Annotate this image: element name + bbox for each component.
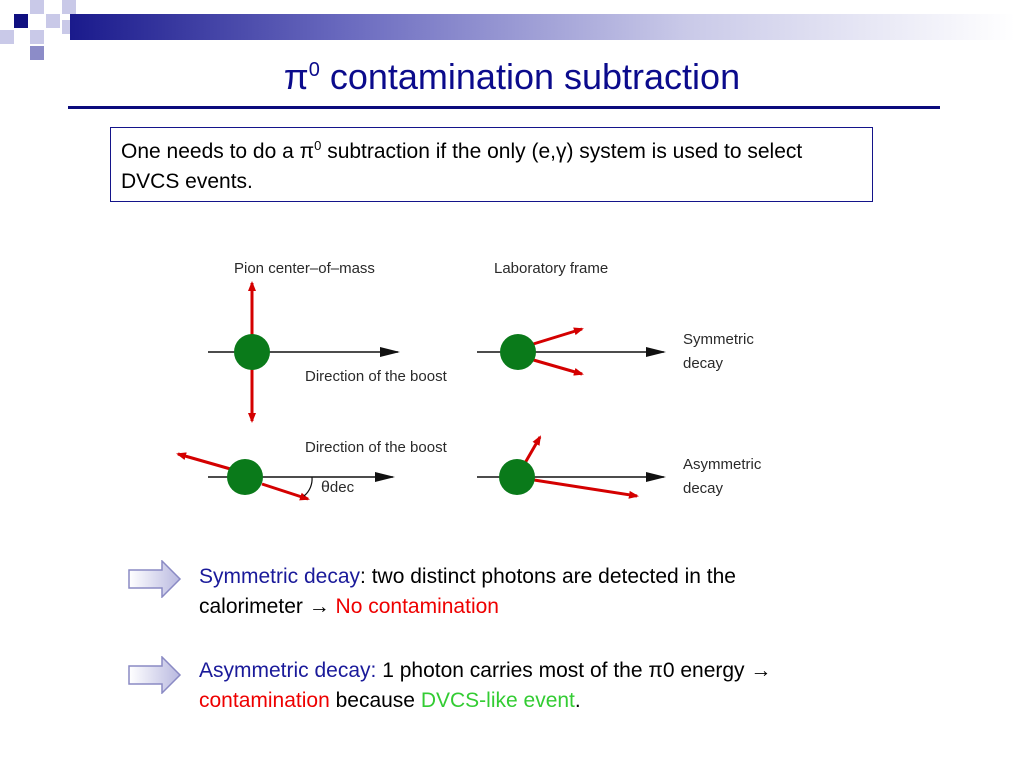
label-theta-dec: θdec [321,479,354,497]
intro-superscript: 0 [314,138,322,153]
label-symmetric: Symmetric [683,331,754,348]
bullet-arrow-icon [128,560,182,598]
photon-arrow [529,327,584,347]
title-superscript: 0 [308,59,320,81]
pion-circle [500,334,536,370]
bullet-end: . [574,689,581,712]
theta-symbol: θ [321,479,330,496]
bullet-symmetric: Symmetric decay: two distinct photons ar… [199,562,819,622]
bullet-text-2: because [329,689,421,712]
pion-circle [234,334,270,370]
theta-angle-arc [303,476,313,497]
page-title: π0 contamination subtraction [0,56,1024,98]
label-asymmetric: Asymmetric [683,456,762,473]
photon-arrow [529,357,584,376]
label-boost-direction: Direction of the boost [305,439,447,456]
bullet-text: 1 photon carries most of the π0 energy [376,659,751,682]
arrow-glyph: → [308,595,330,618]
intro-textbox: One needs to do a π0 subtraction if the … [110,127,873,202]
theta-subscript: dec [329,479,355,496]
bullet-arrow-icon [128,656,182,694]
bullet-lead: Asymmetric decay: [199,659,377,682]
bullet-asymmetric: Asymmetric decay: 1 photon carries most … [199,656,819,716]
title-divider [68,106,940,109]
header-gradient-bar [70,14,1015,40]
photon-arrow [261,482,310,501]
title-pi: π [283,56,309,97]
title-text: contamination subtraction [319,56,741,97]
logo-squares [0,0,90,70]
label-asymmetric-decay: decay [683,480,724,497]
bullet-emphasis: No contamination [329,595,499,618]
intro-text-2: subtraction if the only (e,γ) system is … [121,140,803,193]
bullet-lead: Symmetric decay [199,565,361,588]
photon-arrow [533,478,639,499]
photon-arrow [176,452,235,472]
bullet-emphasis: contamination [199,689,330,712]
label-symmetric-decay: decay [683,355,724,372]
bullet-green-text: DVCS-like event [420,689,575,712]
label-boost-direction: Direction of the boost [305,368,447,385]
intro-text-1: One needs to do a π [121,140,315,163]
arrow-glyph: → [750,659,772,682]
label-laboratory-frame: Laboratory frame [494,260,609,277]
bullet-text: : two distinct photons are detected in t… [199,565,736,618]
label-pion-center-of-mass: Pion center–of–mass [234,260,375,277]
pion-circle [499,459,535,495]
pion-circle [227,459,263,495]
photon-arrow [523,435,542,464]
